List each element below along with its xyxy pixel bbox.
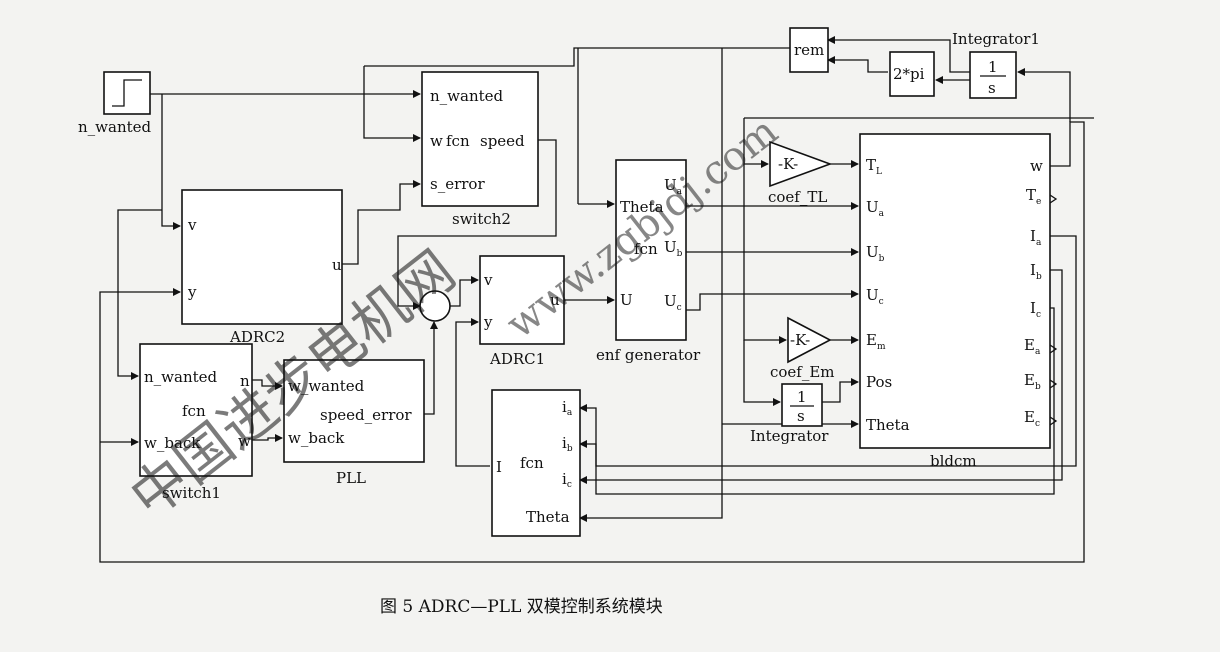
integrator-block[interactable]: 1 s Integrator [750,383,829,445]
bldcm-port-te: Te [1026,186,1041,207]
switch1-port-n: n [240,372,250,390]
bldcm-port-ec: Ec [1024,408,1040,429]
rem-label: rem [794,41,824,59]
integrator-label: Integrator [750,427,829,445]
bldcm-port-ub: Ub [866,243,885,264]
switch1-port-w-back: w_back [144,434,201,452]
adrc2-label: ADRC2 [229,328,285,346]
coef-tl-gain-block[interactable]: -K- coef_TL [768,140,833,206]
switch2-label: switch2 [452,210,511,228]
switch1-port-n-wanted: n_wanted [144,368,218,386]
emf-fcn: fcn [634,240,658,258]
pll-port-w-back: w_back [288,429,345,447]
current-fcn-port-ib: ib [562,434,573,454]
bldcm-port-em: Em [866,331,886,352]
current-fcn-port-ia: ia [562,398,573,418]
integrator1-num: 1 [988,58,998,76]
n-wanted-step-source[interactable]: n_wanted [78,71,152,136]
current-fcn-block[interactable]: fcn I ia ib ic Theta [491,389,581,537]
two-pi-label: 2*pi [893,65,925,83]
adrc1-port-v: v [483,271,493,289]
connection-lines [99,36,1094,563]
emf-generator-block[interactable]: Theta fcn U Ua Ub Uc enf generator [596,159,701,364]
emf-generator-label: enf generator [596,346,701,364]
adrc2-port-v: v [187,216,197,234]
current-fcn-port-I: I [496,458,502,476]
integrator1-block[interactable]: 1 s Integrator1 [952,30,1040,99]
bldcm-port-theta: Theta [866,416,910,434]
bldcm-port-ua: Ua [866,198,885,219]
adrc1-port-y: y [483,313,493,331]
two-pi-gain-block[interactable]: 2*pi [889,51,935,97]
adrc1-block[interactable]: v y u ADRC1 [479,255,565,368]
bldcm-port-w: w [1030,157,1043,175]
integrator-den: s [797,407,805,425]
switch2-port-n-wanted: n_wanted [430,87,504,105]
adrc2-block[interactable]: v y u ADRC2 [181,189,343,346]
switch1-label: switch1 [162,484,221,502]
bldcm-port-ia: Ia [1030,227,1042,248]
coef-tl-gain: -K- [778,155,798,173]
bldcm-label: bldcm [930,452,977,470]
switch1-block[interactable]: n_wanted fcn w_back n w switch1 [139,343,253,502]
n-wanted-source-label: n_wanted [78,118,152,136]
bldcm-port-ea: Ea [1024,336,1041,357]
adrc1-port-u: u [550,291,560,309]
pll-block[interactable]: w_wanted speed_error w_back PLL [283,359,425,487]
switch2-port-speed: speed [480,132,525,150]
rem-block[interactable]: rem [789,27,829,73]
pll-port-speed-error: speed_error [320,406,412,424]
coef-em-gain-block[interactable]: -K- coef_Em [770,316,835,381]
switch2-port-w: w [430,132,443,150]
bldcm-port-ic: Ic [1030,299,1041,320]
sum-junction[interactable] [419,290,451,322]
integrator-num: 1 [797,388,807,406]
current-fcn-port-ic: ic [562,470,572,490]
switch1-port-w: w [238,432,251,450]
adrc2-port-u: u [332,256,342,274]
pll-port-w-wanted: w_wanted [288,377,365,395]
bldcm-port-uc: Uc [866,286,884,307]
adrc2-port-y: y [187,283,197,301]
current-fcn-port-theta: Theta [526,508,570,526]
emf-port-theta: Theta [620,198,664,216]
bldcm-block[interactable]: TL Ua Ub Uc Em Pos Theta w Te Ia Ib Ic E… [859,133,1058,470]
bldcm-port-pos: Pos [866,373,892,391]
switch2-port-s-error: s_error [430,175,485,193]
emf-port-u: U [620,291,633,309]
coef-em-gain: -K- [790,331,810,349]
emf-port-ua: Ua [664,176,683,197]
adrc1-label: ADRC1 [489,350,545,368]
bldcm-port-tl: TL [866,156,882,177]
integrator1-label: Integrator1 [952,30,1040,48]
bldcm-port-ib: Ib [1030,261,1042,282]
coef-em-label: coef_Em [770,363,835,381]
switch2-fcn: fcn [446,132,470,150]
integrator1-den: s [988,79,996,97]
figure-caption: 图 5 ADRC—PLL 双模控制系统模块 [380,597,663,617]
switch1-fcn: fcn [182,402,206,420]
switch2-block[interactable]: n_wanted w fcn speed s_error switch2 [421,71,539,228]
bldcm-port-eb: Eb [1024,371,1041,392]
current-fcn-label: fcn [520,454,544,472]
coef-tl-label: coef_TL [768,188,827,206]
pll-label: PLL [336,469,366,487]
emf-port-uc: Uc [664,292,682,313]
emf-port-ub: Ub [664,238,683,259]
